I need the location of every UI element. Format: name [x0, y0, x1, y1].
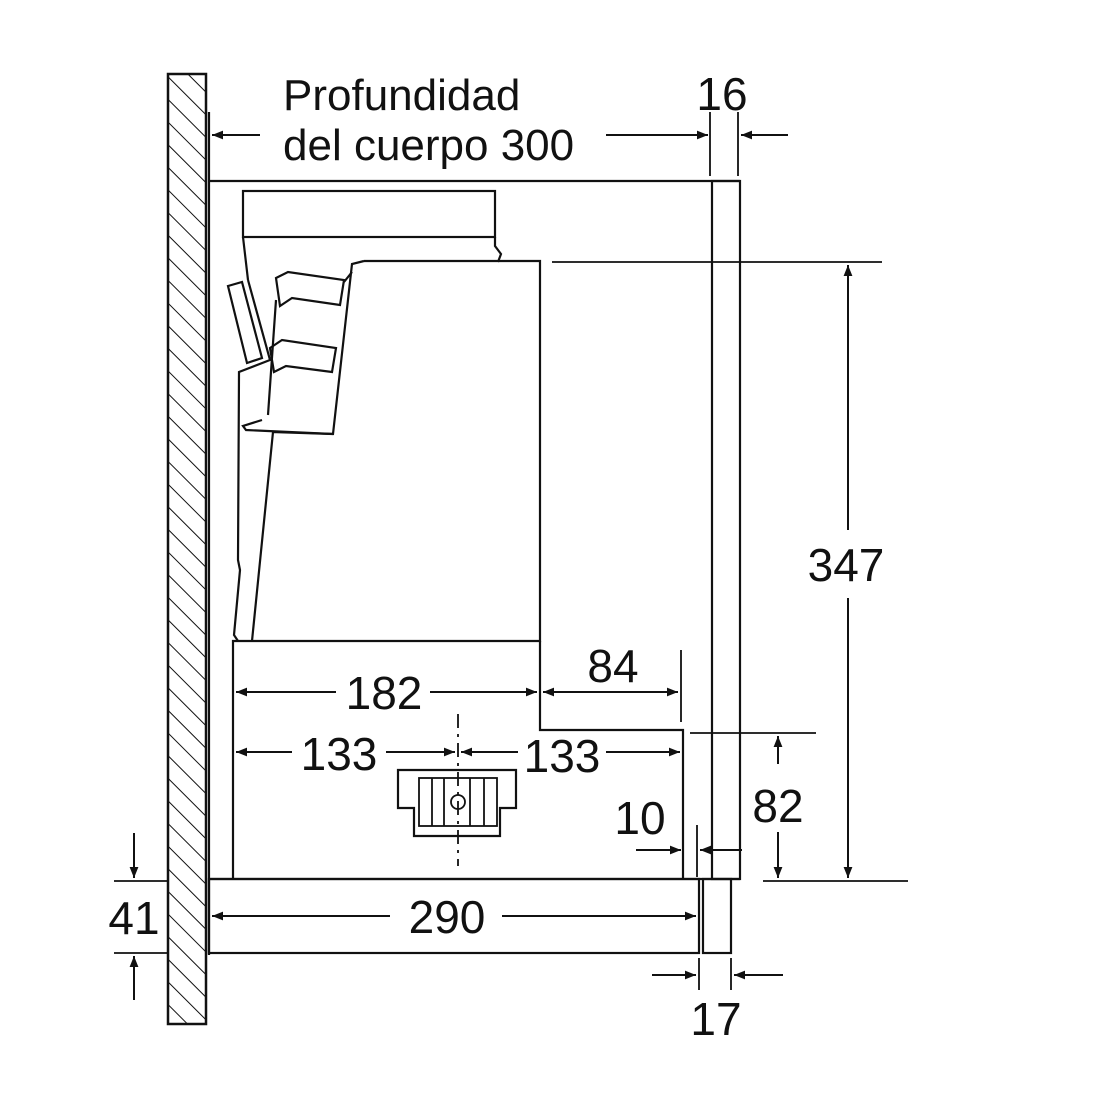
dimension-347: 347 — [808, 265, 885, 878]
dimension-10: 10 — [614, 792, 742, 855]
dimension-84-label: 84 — [587, 640, 638, 692]
dimension-84: 84 — [543, 640, 678, 697]
dimension-16-label: 16 — [696, 68, 747, 120]
dimension-133-left: 133 — [236, 728, 455, 780]
dimension-82: 82 — [752, 736, 804, 878]
dimension-182-label: 182 — [346, 667, 423, 719]
dimension-347-label: 347 — [808, 539, 885, 591]
body-depth-label-line2: del cuerpo 300 — [283, 121, 574, 170]
dimension-41-label: 41 — [108, 892, 159, 944]
body-depth-label-line1: Profundidad — [283, 71, 520, 120]
hood-bottom-panel — [207, 877, 733, 955]
hood-upper-unit — [226, 189, 542, 879]
dimension-17-label: 17 — [690, 993, 741, 1045]
dimension-133-right-label: 133 — [524, 730, 601, 782]
dimension-290-label: 290 — [409, 891, 486, 943]
dimension-290: 290 — [212, 891, 696, 943]
wall-hatched — [166, 72, 208, 1026]
dimension-133-right: 133 — [461, 730, 680, 782]
extension-lines — [114, 112, 908, 990]
dimension-41: 41 — [108, 833, 160, 1000]
dimension-17: 17 — [652, 970, 783, 1045]
hood-step — [538, 641, 685, 879]
dimension-82-label: 82 — [752, 780, 803, 832]
dimension-body-depth: Profundidad del cuerpo 300 — [212, 71, 708, 170]
dimension-182: 182 — [236, 667, 537, 719]
fan-motor — [396, 714, 518, 866]
dimension-133-left-label: 133 — [301, 728, 378, 780]
dimension-10-label: 10 — [614, 792, 665, 844]
dimension-16: 16 — [696, 68, 788, 140]
